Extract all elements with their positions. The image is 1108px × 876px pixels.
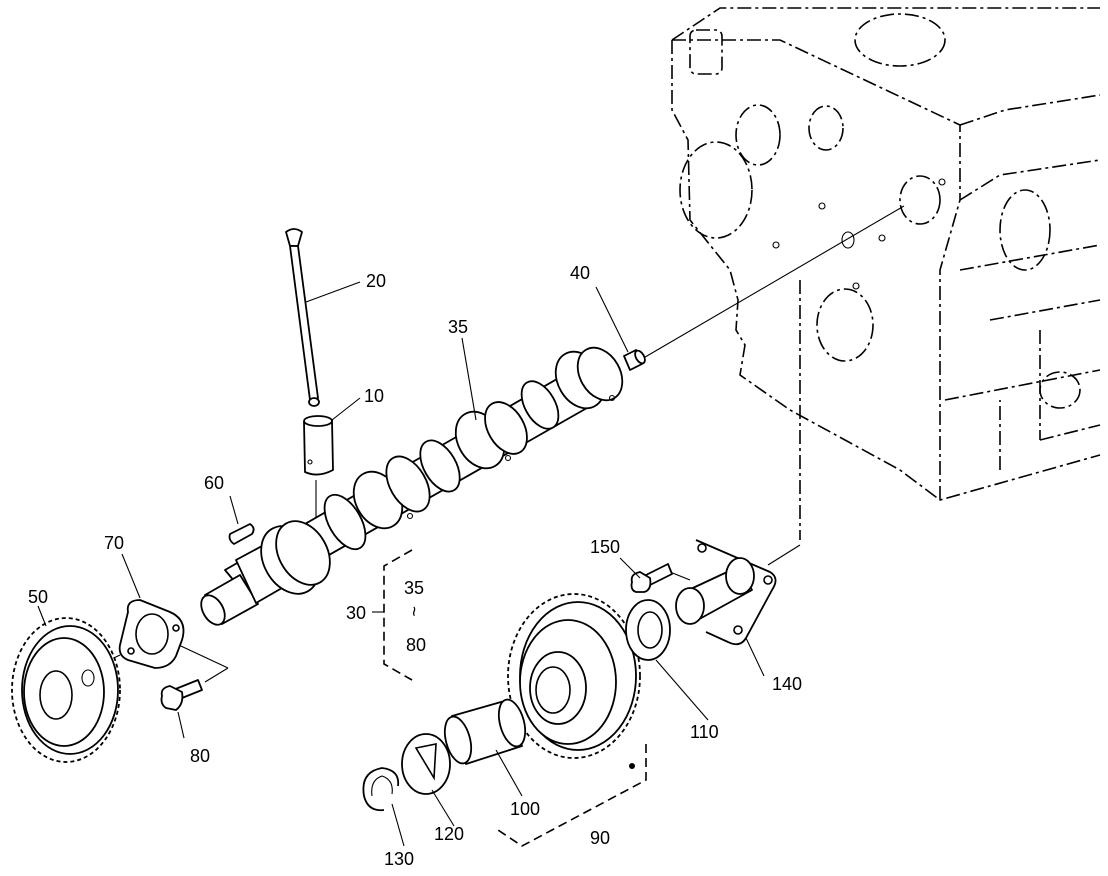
key	[228, 523, 255, 545]
callout-range-to: 80	[406, 635, 426, 655]
idler-gear	[507, 593, 641, 769]
callout-40: 40	[570, 263, 590, 283]
bolt	[160, 679, 203, 711]
callouts: 10 20 35 40 60 70 50 80 30 35 ~ 80 150 1…	[28, 263, 802, 869]
push-rod	[285, 228, 320, 407]
snap-ring	[362, 767, 400, 812]
engine-block	[671, 7, 1101, 540]
callout-20: 20	[366, 271, 386, 291]
callout-100: 100	[510, 799, 540, 819]
idler-shaft	[675, 539, 777, 646]
group-bracket-30	[372, 549, 413, 681]
callout-range-from: 35	[404, 578, 424, 598]
camshaft-gear	[11, 617, 121, 763]
bolt-150	[630, 563, 673, 593]
callout-35: 35	[448, 317, 468, 337]
callout-70: 70	[104, 533, 124, 553]
callout-130: 130	[384, 849, 414, 869]
callout-60: 60	[204, 473, 224, 493]
callout-120: 120	[434, 824, 464, 844]
plug	[623, 349, 646, 371]
callout-range-tilde: ~	[404, 606, 424, 617]
callout-140: 140	[772, 674, 802, 694]
callout-10: 10	[364, 386, 384, 406]
camshaft	[200, 346, 624, 626]
callout-30: 30	[346, 603, 366, 623]
callout-150: 150	[590, 537, 620, 557]
group-bracket-90	[497, 744, 647, 847]
tappet	[303, 415, 334, 476]
callout-90: 90	[590, 828, 610, 848]
leader-lines	[37, 281, 765, 847]
callout-80: 80	[190, 746, 210, 766]
bushing	[443, 698, 527, 765]
callout-110: 110	[690, 722, 719, 742]
thrust-washer	[401, 733, 451, 795]
thrust-plate	[118, 599, 185, 669]
washer	[625, 599, 671, 661]
callout-50: 50	[28, 587, 48, 607]
